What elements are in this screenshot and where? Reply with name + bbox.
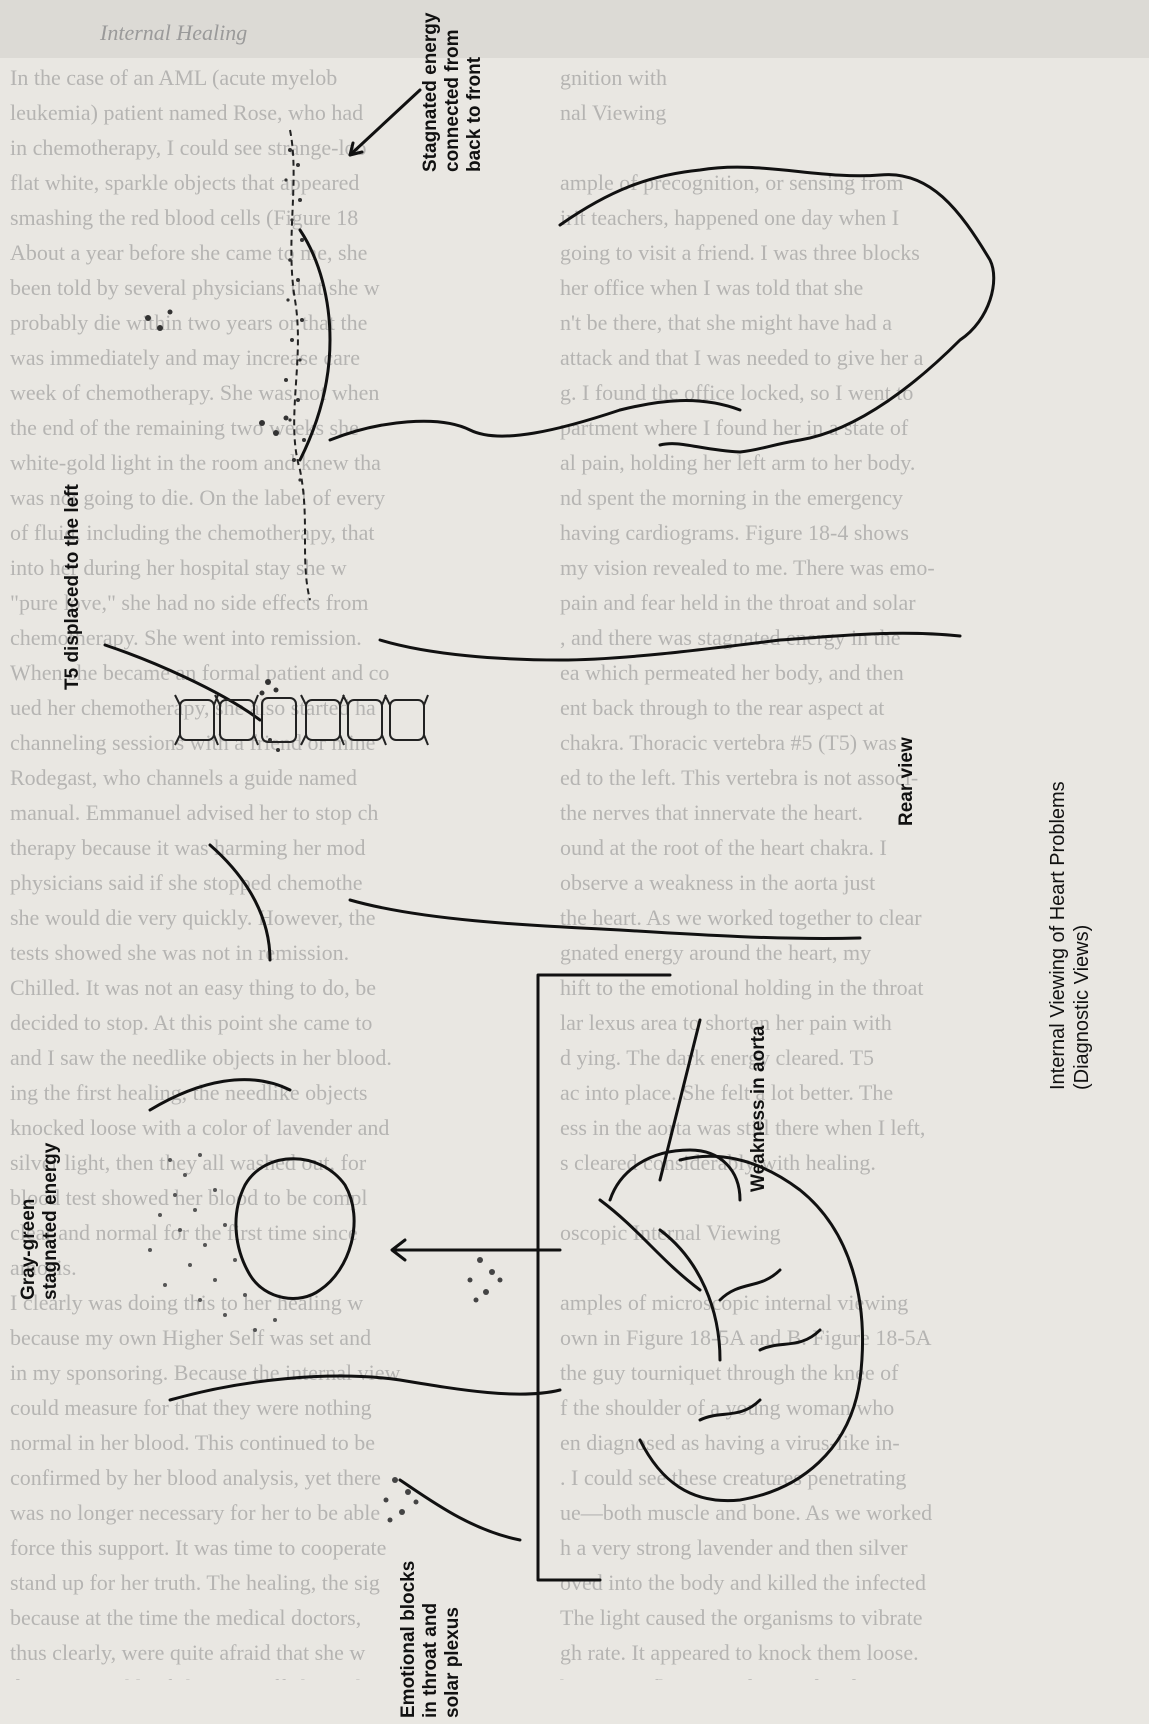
vertebra-1 xyxy=(180,700,214,740)
heart-crack-2 xyxy=(760,1330,820,1350)
vertebra-3 xyxy=(306,700,340,740)
legend-box xyxy=(538,975,670,1580)
figure-caption: Internal Viewing of Heart Problems (Diag… xyxy=(1046,781,1094,1090)
front-arm-line xyxy=(600,1200,700,1290)
back-line xyxy=(380,633,960,660)
lower-body-left xyxy=(150,1080,290,1110)
vertebrae-column xyxy=(175,695,428,745)
left-torso-top xyxy=(300,230,330,460)
stagnated-energy-stipple xyxy=(145,148,306,752)
label-stagnated-energy: Stagnated energy connected from back to … xyxy=(420,13,486,172)
lower-body-curve xyxy=(170,1376,560,1400)
left-arm-lower xyxy=(210,845,270,960)
label-rear-view: Rear view xyxy=(896,737,918,826)
throat-block-line xyxy=(400,1480,520,1540)
arm-upper-line xyxy=(620,401,740,410)
left-arm-line xyxy=(105,645,260,720)
heart-right-outline xyxy=(640,1156,863,1500)
label-emotional-blocks: Emotional blocks in throat and solar ple… xyxy=(398,1561,464,1718)
top-label-pointer xyxy=(350,90,420,155)
aorta-arch xyxy=(610,1150,740,1200)
label-weakness-in-aorta: Weakness in aorta xyxy=(748,1025,770,1192)
heart-inner-curve xyxy=(660,1230,720,1360)
gray-green-energy-stipple xyxy=(148,1153,277,1332)
vertebra-5 xyxy=(390,700,424,740)
vertebra-t5 xyxy=(262,698,296,742)
neck-line-upper xyxy=(660,444,740,452)
small-heart-outline xyxy=(236,1159,354,1299)
shoulder-upper-line xyxy=(330,410,620,440)
label-gray-green-energy: Gray-green stagnated energy xyxy=(18,1143,62,1300)
heart-crack-3 xyxy=(700,1400,760,1420)
heart-crack-1 xyxy=(720,1270,780,1300)
vertebra-4 xyxy=(348,700,382,740)
back-line-lower xyxy=(350,900,860,938)
label-t5-displaced: T5 displaced to the left xyxy=(62,484,84,690)
